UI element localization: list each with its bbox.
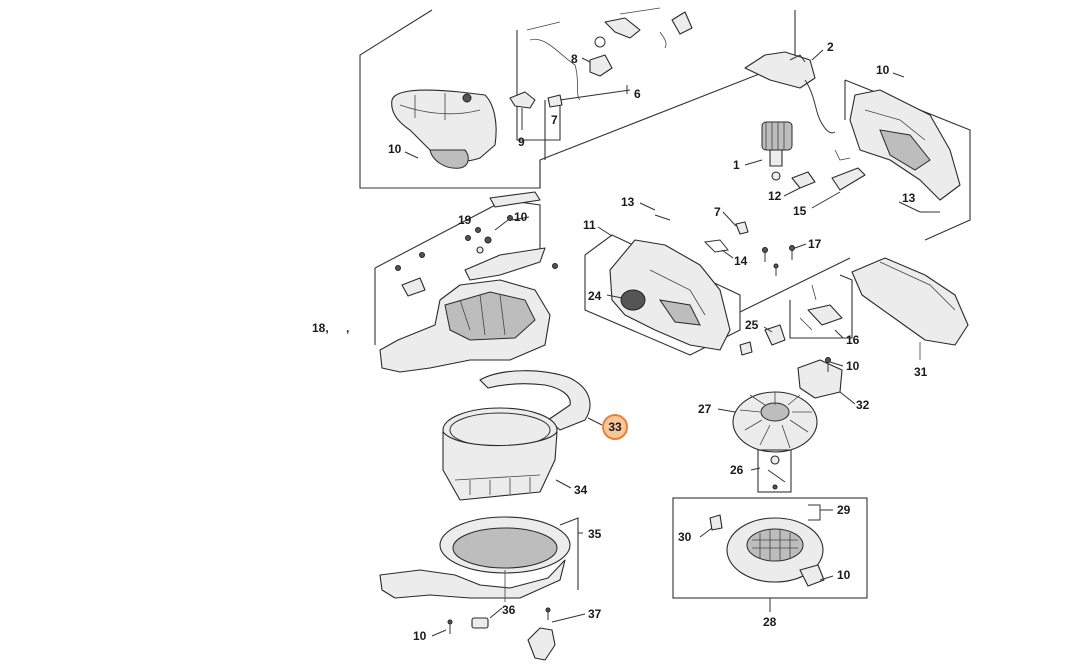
callout-15: 15 [793, 204, 807, 218]
callout-9: 9 [518, 135, 525, 149]
clip-14 [703, 239, 729, 253]
callout-35: 35 [588, 527, 602, 541]
part-26-frame [757, 449, 792, 493]
ring-34 [442, 407, 558, 501]
callout-27: 27 [698, 402, 712, 416]
bracket-16-frame [789, 274, 853, 339]
filter-frame-28 [672, 497, 868, 612]
callout-8: 8 [571, 52, 578, 66]
callout-12: 12 [768, 189, 782, 203]
leader-lines [404, 49, 921, 637]
handle-housing [391, 89, 497, 169]
screws-17 [739, 245, 851, 313]
tube-33 [479, 370, 591, 431]
screws-19 [395, 215, 558, 271]
motor-armature [761, 121, 866, 191]
callout-10-top-left: 10 [388, 142, 402, 156]
callout-25: 25 [745, 318, 759, 332]
callout-37: 37 [588, 607, 602, 621]
callout-10-mid: 10 [514, 210, 528, 224]
callout-31: 31 [914, 365, 928, 379]
blower-housing-frame [374, 199, 551, 373]
callout-18: 18, [312, 321, 329, 335]
callout-34: 34 [574, 483, 588, 497]
scroll-housing-35 [379, 516, 579, 602]
callout-14: 14 [734, 254, 748, 268]
part-25 [739, 324, 786, 356]
callout-10-bottom-left: 10 [413, 629, 427, 643]
callout-13-left: 13 [621, 195, 635, 209]
housing-half-right [844, 79, 971, 241]
callout-10-bottom-right: 10 [837, 568, 851, 582]
cable-harness [744, 51, 836, 134]
callout-26: 26 [730, 463, 744, 477]
callout-33-highlighted[interactable]: 33 [602, 414, 628, 440]
callout-10-right-mid: 10 [846, 359, 860, 373]
pins [654, 211, 940, 235]
callout-7-mid: 7 [714, 205, 721, 219]
callout-7-top: 7 [551, 113, 558, 127]
callout-30: 30 [678, 530, 692, 544]
cover-19 [401, 191, 546, 297]
motor-housing-frame [584, 234, 741, 356]
fan-27 [732, 391, 818, 453]
callout-24: 24 [588, 289, 602, 303]
callout-2: 2 [827, 40, 834, 54]
callout-10-top-right: 10 [876, 63, 890, 77]
callout-32: 32 [856, 398, 870, 412]
callout-comma: , [346, 321, 350, 335]
callout-17: 17 [808, 237, 822, 251]
callout-6: 6 [634, 87, 641, 101]
callout-36: 36 [502, 603, 516, 617]
callout-29: 29 [837, 503, 851, 517]
switch-parts [509, 7, 693, 109]
callout-28: 28 [763, 615, 777, 629]
callout-1: 1 [733, 158, 740, 172]
parts-36-37 [447, 607, 556, 661]
callout-16: 16 [846, 333, 860, 347]
callout-13-right: 13 [902, 191, 916, 205]
callout-11: 11 [583, 218, 596, 232]
cover-31 [851, 257, 969, 360]
callout-19: 19 [458, 213, 472, 227]
